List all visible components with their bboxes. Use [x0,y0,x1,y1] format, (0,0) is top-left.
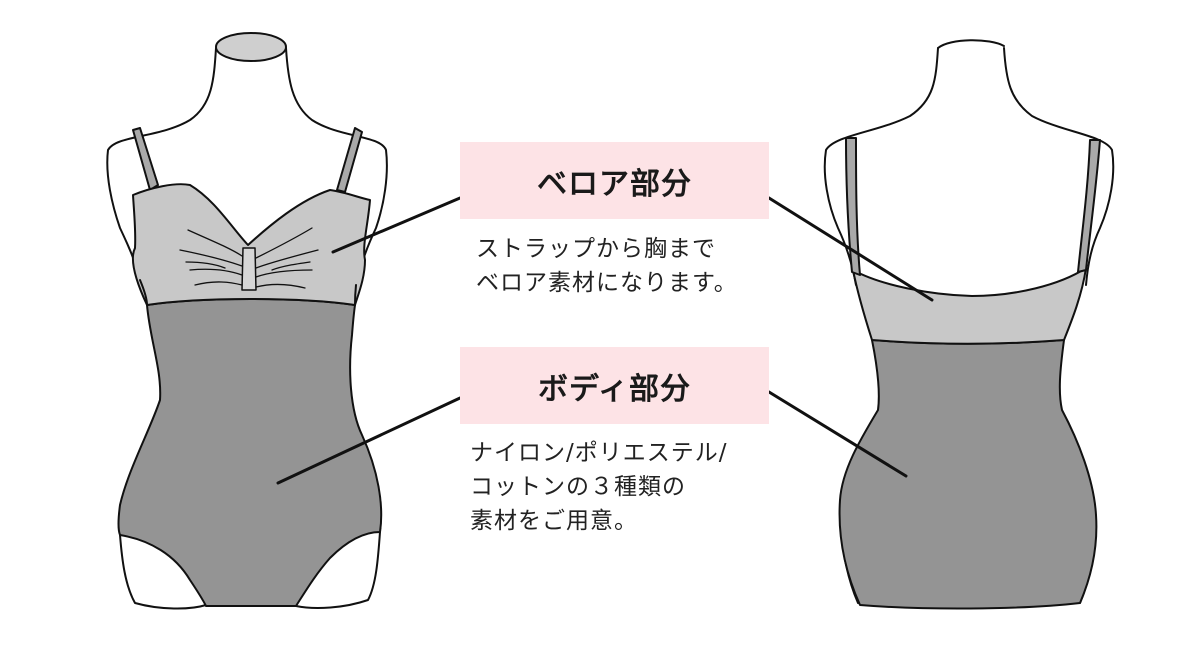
leader-lines [276,196,934,485]
front-right-strap [336,127,363,193]
front-left-leg [119,534,207,610]
back-right-strap [1077,139,1101,273]
body-title: ボディ部分 [538,371,691,407]
front-body-section [117,298,383,608]
body-leader-front [276,396,462,485]
velour-desc-line: ストラップから胸まで [476,236,716,262]
body-leader-back [767,390,908,478]
front-right-leg [295,531,381,609]
back-body-section [838,339,1098,610]
body-desc-line: ナイロン/ポリエステル/ [470,440,728,466]
velour-leader-back [767,196,934,302]
back-left-strap [845,137,861,276]
velour-description: ストラップから胸まで ベロア素材になります。 [476,232,738,300]
body-label-box: ボディ部分 [460,347,769,424]
body-desc-line: 素材をご用意。 [470,508,638,534]
front-torso-outline [106,47,388,286]
velour-leader-front [331,196,462,254]
front-mannequin [106,32,388,610]
front-center-gore [241,247,257,291]
front-neck-top [215,32,287,62]
front-gathers [179,227,319,289]
front-side-lines [139,279,357,306]
back-velour-section [852,267,1087,345]
back-mannequin [823,39,1115,610]
front-left-strap [132,127,159,191]
body-description: ナイロン/ポリエステル/ コットンの３種類の 素材をご用意。 [470,436,728,538]
velour-label-box: ベロア部分 [460,142,769,219]
velour-desc-line: ベロア素材になります。 [476,270,738,296]
body-desc-line: コットンの３種類の [470,474,686,500]
back-torso-outline [823,47,1115,286]
velour-title: ベロア部分 [537,166,692,202]
back-neck-top [937,39,1005,49]
front-velour-section [131,183,371,306]
